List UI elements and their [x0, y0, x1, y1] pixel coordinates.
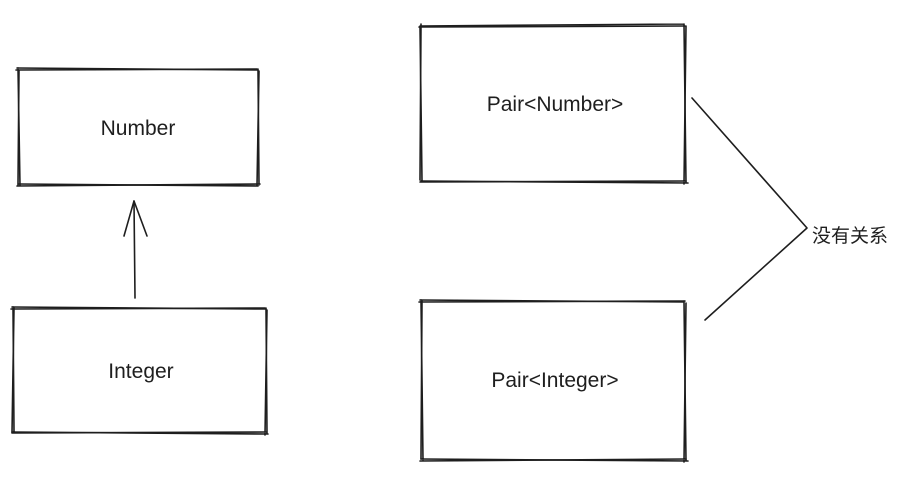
pair-integer-box[interactable]: Pair<Integer>: [418, 299, 689, 463]
pair-number-box-label: Pair<Number>: [487, 93, 624, 116]
integer-box-label: Integer: [108, 360, 173, 383]
pair-number-box[interactable]: Pair<Number>: [418, 23, 689, 185]
integer-box[interactable]: Integer: [10, 306, 269, 436]
relation-bracket: [691, 97, 808, 321]
relation-note-label: 没有关系: [812, 225, 888, 247]
number-box[interactable]: Number: [15, 67, 261, 187]
number-box-label: Number: [101, 117, 176, 140]
inheritance-arrow: [123, 200, 148, 299]
pair-integer-box-label: Pair<Integer>: [491, 369, 618, 392]
